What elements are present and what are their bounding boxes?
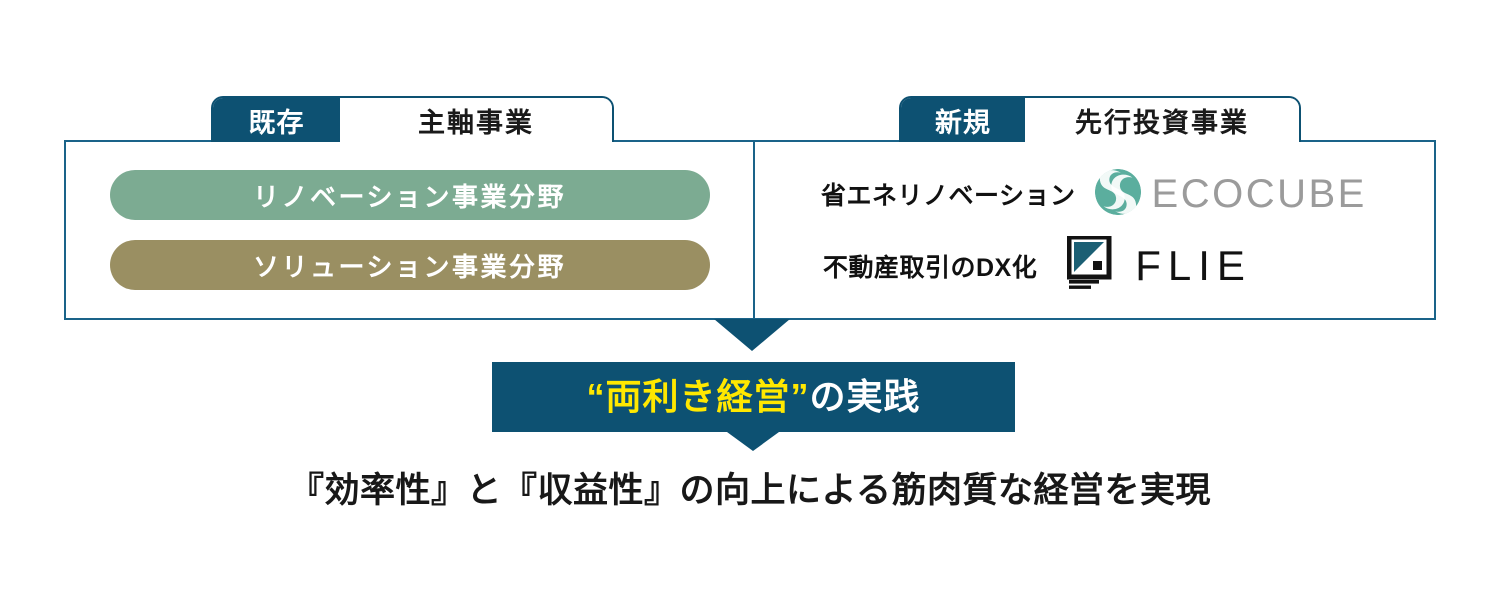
tab-group-new: 新規 先行投資事業 [899,96,1301,142]
banner-suffix: の実践 [809,376,921,417]
down-arrow-icon [714,319,790,351]
logo-flie: FLIE [1066,234,1252,297]
brand-row-ecocube: 省エネリノベーション [821,168,1434,221]
caption-energy-saving-renovation: 省エネリノベーション [821,182,1076,210]
banner-quote-close: ” [790,376,810,417]
flie-square-icon [1066,234,1113,297]
banner-text: “両利き経営”の実践 [586,379,920,415]
badge-new: 新規 [901,98,1025,142]
panel-column-existing: リノベーション事業分野 ソリューション事業分野 [66,142,753,318]
pill-renovation-business: リノベーション事業分野 [109,170,710,220]
ecocube-wordmark: ECOCUBE [1151,172,1367,216]
banner-highlight: 両利き経営 [605,376,791,417]
flie-wordmark: FLIE [1135,242,1252,289]
brand-row-flie: 不動産取引のDX化 FLIE [823,234,1434,291]
ecocube-swirl-icon [1094,168,1142,221]
tagline-text: 『効率性』と『収益性』の向上による筋肉質な経営を実現 [289,471,1211,510]
caption-real-estate-dx: 不動産取引のDX化 [823,254,1038,282]
banner-quote-open: “ [586,376,606,417]
tab-group-existing: 既存 主軸事業 [211,96,614,142]
banner-ambidextrous-management: “両利き経営”の実践 [492,362,1015,432]
pill-solution-business: ソリューション事業分野 [109,240,710,290]
banner-notch-icon [727,432,779,451]
logo-ecocube: ECOCUBE [1094,168,1367,221]
panel-divider [753,142,755,318]
business-panel: リノベーション事業分野 ソリューション事業分野 省エネリノベーション [64,140,1436,320]
label-new-advance-investment: 先行投資事業 [1025,98,1299,142]
badge-existing: 既存 [213,98,340,142]
panel-column-new: 省エネリノベーション [755,142,1434,318]
label-existing-core-business: 主軸事業 [340,98,612,142]
